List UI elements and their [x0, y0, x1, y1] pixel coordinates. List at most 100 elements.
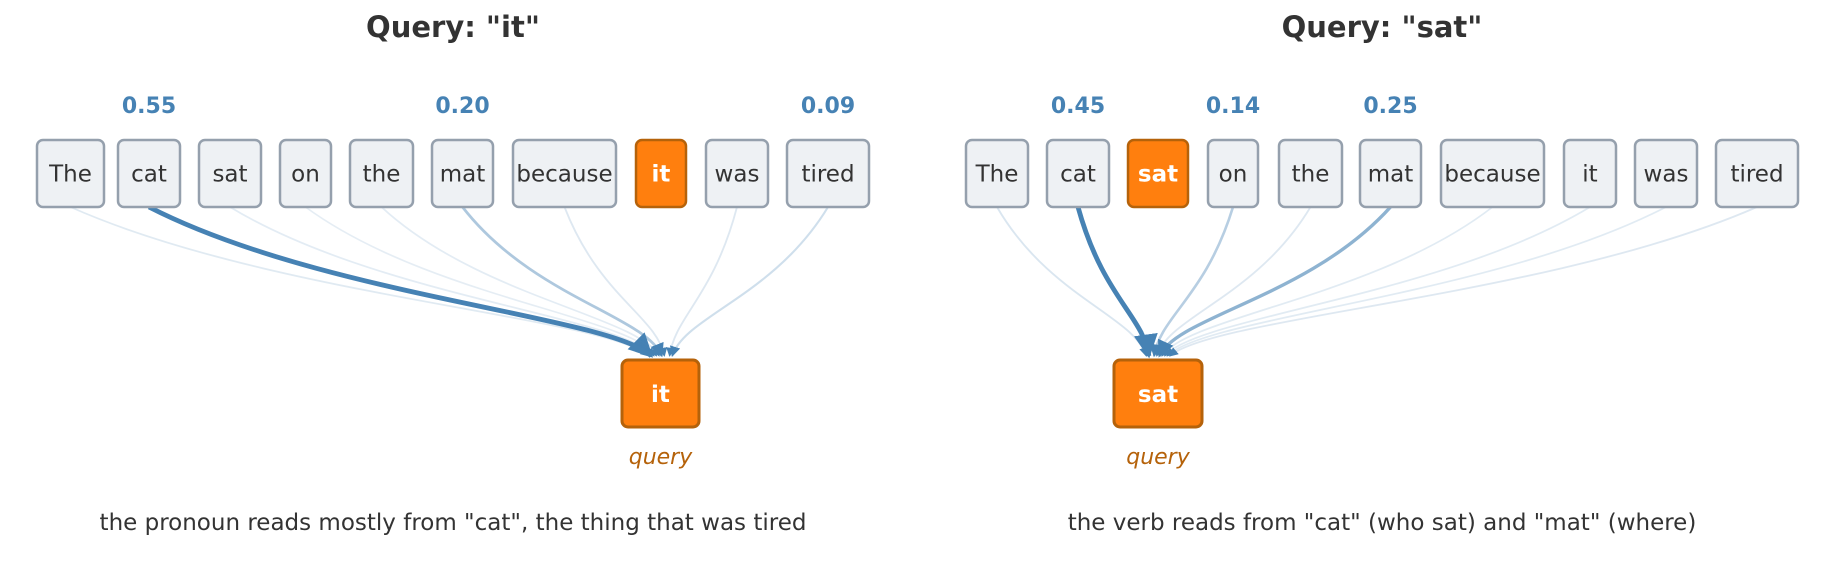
token-the-0: The [35, 138, 106, 209]
edge-sat-2-to-it [229, 206, 655, 357]
token-sat-2: sat [1126, 138, 1190, 209]
token-box [511, 138, 618, 209]
token-because-6: because [511, 138, 618, 209]
token-label: the [363, 162, 401, 188]
weight-label-cat: 0.55 [122, 94, 176, 119]
edge-the-4-to-it [380, 206, 660, 357]
token-label: sat [212, 162, 247, 188]
token-box [35, 138, 106, 209]
token-box [634, 138, 688, 209]
token-label: cat [131, 162, 167, 188]
token-the-4: the [348, 138, 415, 209]
token-box [1633, 138, 1699, 209]
edge-mat-5-to-it [461, 206, 664, 358]
token-label: on [291, 162, 320, 188]
panel-it-edges [70, 204, 829, 358]
token-on-3: on [1206, 138, 1260, 209]
token-box [1439, 138, 1546, 209]
panel-sat-query-node: sat [1112, 358, 1204, 429]
token-label: tired [1730, 162, 1783, 188]
token-box [1206, 138, 1260, 209]
token-box [1358, 138, 1423, 209]
token-the-0: The [964, 138, 1030, 209]
token-box [785, 138, 871, 209]
panel-it-weight-labels: 0.55 0.20 0.09 [122, 94, 855, 119]
token-the-4: the [1277, 138, 1344, 209]
edge-on-3-to-it [305, 206, 658, 357]
edge-was-8-to-it [666, 206, 738, 357]
token-it-7: it [634, 138, 688, 209]
edge-tired-9-to-it [669, 206, 829, 358]
token-box [116, 138, 182, 209]
token-label: mat [440, 162, 486, 188]
weight-label-on: 0.14 [1206, 94, 1260, 119]
token-label: on [1219, 162, 1248, 188]
panel-it-tokens: The cat sat on the mat because it was tired [35, 138, 871, 209]
edge-the-0-to-sat [996, 206, 1149, 357]
weight-label-mat: 0.20 [435, 94, 489, 119]
token-because-6: because [1439, 138, 1546, 209]
weight-label-tired: 0.09 [801, 94, 855, 119]
panel-sat-title: Query: "sat" [1282, 10, 1483, 44]
token-label: The [975, 162, 1019, 188]
token-box [1562, 138, 1618, 209]
token-box [197, 138, 263, 209]
edge-cat-1-to-it [147, 204, 654, 358]
query-box-sat-label: sat [1138, 382, 1178, 408]
panel-sat-tokens: The cat sat on the mat because it was tired [964, 138, 1800, 209]
token-on-3: on [278, 138, 333, 209]
token-box [1126, 138, 1190, 209]
edge-cat-1-to-sat [1075, 206, 1158, 359]
edge-because-6-to-it [563, 206, 668, 357]
token-was-8: was [704, 138, 770, 209]
weight-label-cat: 0.45 [1051, 94, 1105, 119]
token-tired-9: tired [1714, 138, 1800, 209]
edge-it-7-to-sat [1163, 206, 1591, 357]
panel-sat-edges [996, 205, 1758, 359]
panel-sat-weight-labels: 0.45 0.14 0.25 [1051, 94, 1418, 119]
token-label: it [1582, 162, 1597, 188]
token-label: The [48, 162, 92, 188]
token-box [430, 138, 495, 209]
token-label: was [1644, 162, 1689, 188]
panel-sat-query-caption: query [1126, 445, 1190, 470]
token-label: because [1444, 162, 1540, 188]
token-cat-1: cat [1045, 138, 1111, 209]
query-box-sat [1112, 358, 1204, 429]
edge-on-3-to-sat [1149, 206, 1235, 358]
token-tired-9: tired [785, 138, 871, 209]
token-was-8: was [1633, 138, 1699, 209]
token-label: the [1292, 162, 1330, 188]
token-mat-5: mat [430, 138, 495, 209]
query-box-it [620, 358, 701, 429]
edge-mat-5-to-sat [1157, 205, 1392, 358]
query-box-it-label: it [651, 382, 670, 408]
token-cat-1: cat [116, 138, 182, 209]
panel-it-query-caption: query [629, 445, 693, 470]
token-sat-2: sat [197, 138, 263, 209]
panel-it-caption: the pronoun reads mostly from "cat", the… [100, 510, 807, 536]
panel-sat-caption: the verb reads from "cat" (who sat) and … [1068, 510, 1697, 536]
token-mat-5: mat [1358, 138, 1423, 209]
panel-sat: Query: "sat" 0.45 0.14 0.25 The cat sat on the… [964, 10, 1800, 536]
edge-because-6-to-sat [1161, 206, 1494, 357]
token-box [964, 138, 1030, 209]
token-box [278, 138, 333, 209]
token-label: sat [1138, 162, 1178, 188]
token-label: it [652, 162, 671, 188]
token-label: cat [1060, 162, 1096, 188]
weight-label-mat: 0.25 [1363, 94, 1417, 119]
token-label: tired [801, 162, 854, 188]
token-it-7: it [1562, 138, 1618, 209]
edge-tired-9-to-sat [1169, 206, 1758, 357]
token-box [348, 138, 415, 209]
token-label: because [516, 162, 612, 188]
panel-it-query-node: it [620, 358, 701, 429]
token-label: was [715, 162, 760, 188]
token-box [704, 138, 770, 209]
edge-was-8-to-sat [1166, 206, 1667, 357]
token-box [1714, 138, 1800, 209]
